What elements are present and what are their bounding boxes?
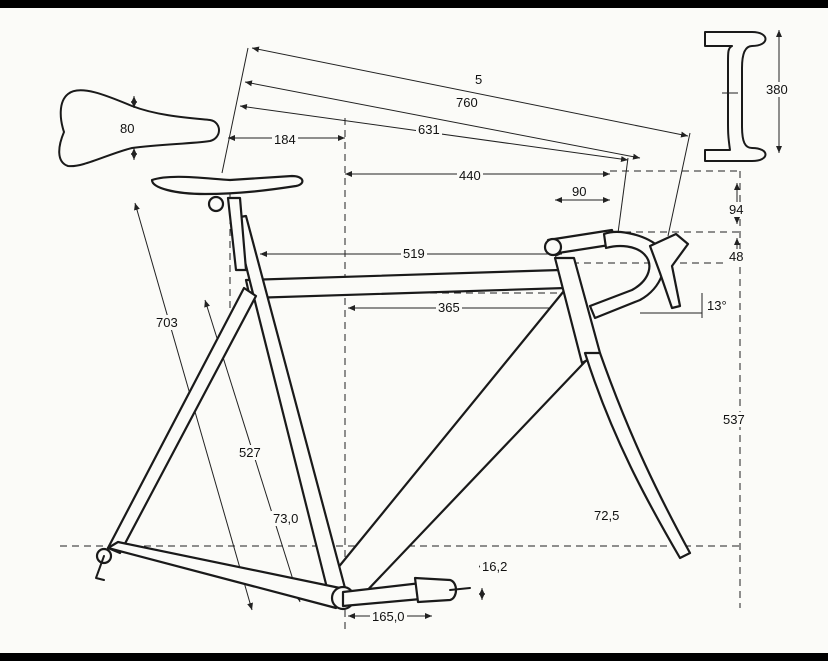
saddle-side-view [150,174,304,196]
dim-drop-48: 48 [727,249,746,264]
bicycle-frame [95,174,692,611]
dim-reach-631: 631 [416,122,442,137]
dim-stem: 90 [570,184,589,199]
seat-tube [232,214,347,594]
dim-seat-height: 703 [154,315,180,330]
dim-reach-760: 760 [454,95,480,110]
seat-clamp [207,195,225,213]
handlebar-front-view [704,31,767,162]
saddle-top-view [58,89,220,168]
seatpost [226,196,248,272]
chain-stay [106,540,342,610]
top-tube [244,268,568,300]
dropout-hook [95,555,105,581]
brake-lever [648,232,690,310]
dim-chainstay-top: 365 [436,300,462,315]
dim-saddle-to-bar: 440 [457,168,483,183]
dim-bb-drop: 16,2 [480,559,510,574]
dim-seat-tube: 527 [237,445,263,460]
dim-drop-angle: 13° [705,298,729,313]
bicycle-geometry-drawing [58,30,782,633]
dim-drop-94: 94 [727,202,746,217]
dim-crank: 165,0 [370,609,407,624]
seat-stay [106,286,258,555]
pedal [413,576,458,604]
stem-clamp [543,237,563,257]
dim-top-offset: 5 [475,72,483,87]
drawing-sheet: 5 760 631 80 380 184 440 90 94 48 519 70… [0,8,828,653]
dim-top-tube: 519 [401,246,427,261]
dim-bar-width: 380 [764,82,790,97]
dim-setback: 184 [272,132,298,147]
handlebar-side-view [588,230,666,320]
dim-seat-angle: 73,0 [271,511,301,526]
fork [583,351,692,560]
down-tube [326,284,600,600]
dim-saddle-width: 80 [118,121,137,136]
dim-head-angle: 72,5 [592,508,622,523]
dim-head-height: 537 [721,412,747,427]
